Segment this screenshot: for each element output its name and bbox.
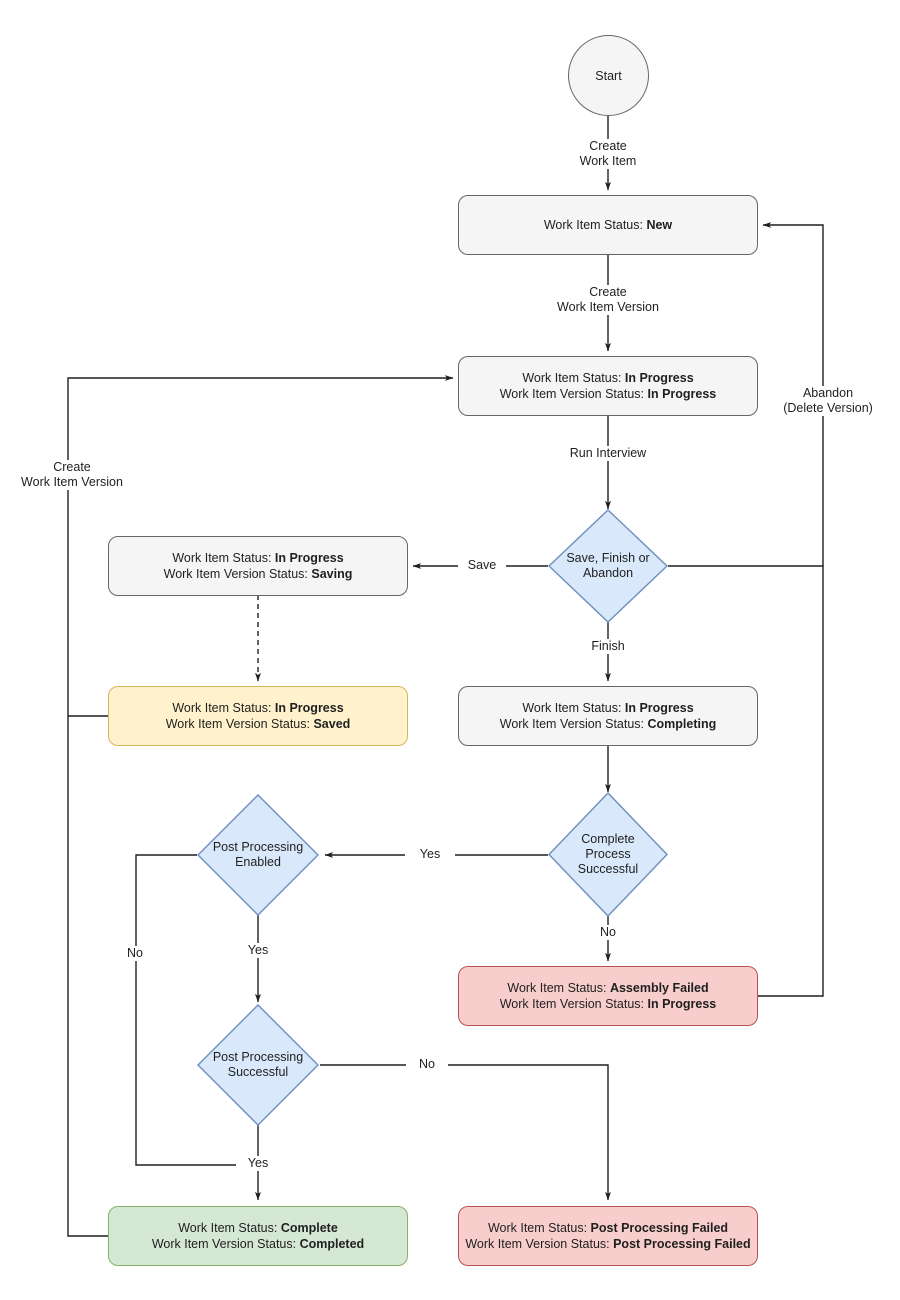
node-post-processing-failed[interactable]: Work Item Status: Post Processing Failed… bbox=[458, 1206, 758, 1266]
node-assembly-failed-line1-value: Assembly Failed bbox=[609, 981, 709, 995]
diamond-shape bbox=[197, 794, 319, 916]
edge-label-cwiv-line1: Create bbox=[589, 285, 627, 299]
node-completing-line2-prefix: Work Item Version Status: bbox=[499, 717, 648, 731]
diamond-shape bbox=[548, 509, 668, 623]
node-post-processing-failed-text: Work Item Status: Post Processing Failed… bbox=[459, 1220, 757, 1252]
decision-pps-line1: Post Processing bbox=[212, 1050, 304, 1064]
node-completing-line1-prefix: Work Item Status: bbox=[522, 701, 625, 715]
node-assembly-failed-line1-prefix: Work Item Status: bbox=[507, 981, 610, 995]
decision-post-enabled-label: Post Processing Enabled bbox=[197, 840, 319, 870]
decision-cps-line2: Process bbox=[585, 847, 631, 861]
decision-save-finish-abandon-label: Save, Finish or Abandon bbox=[548, 551, 668, 581]
node-saved-line2-prefix: Work Item Version Status: bbox=[165, 717, 314, 731]
node-in-progress-text: Work Item Status: In Progress Work Item … bbox=[459, 370, 757, 402]
node-saving-line1-prefix: Work Item Status: bbox=[172, 551, 275, 565]
node-saving[interactable]: Work Item Status: In Progress Work Item … bbox=[108, 536, 408, 596]
edge-label-create-work-item-version-left: Create Work Item Version bbox=[10, 460, 134, 490]
edge-label-post-enabled-yes: Yes bbox=[236, 943, 280, 958]
node-completing-text: Work Item Status: In Progress Work Item … bbox=[459, 700, 757, 732]
node-assembly-failed-line2-prefix: Work Item Version Status: bbox=[499, 997, 648, 1011]
edge-label-run-interview: Run Interview bbox=[548, 446, 668, 461]
node-saved-text: Work Item Status: In Progress Work Item … bbox=[109, 700, 407, 732]
edge-label-complete-process-yes: Yes bbox=[405, 847, 455, 862]
node-in-progress-line1-value: In Progress bbox=[624, 371, 694, 385]
decision-pps-line2: Successful bbox=[227, 1065, 289, 1079]
decision-sfa-line1: Save, Finish or bbox=[566, 551, 650, 565]
edge-assembly-failed-to-rail bbox=[758, 566, 824, 997]
edge-label-create-work-item-line2: Work Item bbox=[579, 154, 637, 168]
edge-label-post-enabled-no: No bbox=[113, 946, 157, 961]
edge-label-cwiv-line2: Work Item Version bbox=[557, 300, 659, 314]
node-decision-complete-process-successful[interactable]: Complete Process Successful bbox=[548, 792, 668, 917]
node-in-progress[interactable]: Work Item Status: In Progress Work Item … bbox=[458, 356, 758, 416]
edge-label-post-successful-yes: Yes bbox=[236, 1156, 280, 1171]
node-start-label: Start bbox=[595, 68, 622, 83]
node-assembly-failed-text: Work Item Status: Assembly Failed Work I… bbox=[459, 980, 757, 1012]
node-assembly-failed-line2-value: In Progress bbox=[647, 997, 717, 1011]
node-assembly-failed[interactable]: Work Item Status: Assembly Failed Work I… bbox=[458, 966, 758, 1026]
node-in-progress-line2-prefix: Work Item Version Status: bbox=[499, 387, 648, 401]
node-saving-line1-value: In Progress bbox=[274, 551, 344, 565]
node-start[interactable]: Start bbox=[568, 35, 649, 116]
node-work-item-new[interactable]: Work Item Status: New bbox=[458, 195, 758, 255]
edge-label-post-successful-no: No bbox=[406, 1057, 448, 1072]
node-complete-text: Work Item Status: Complete Work Item Ver… bbox=[109, 1220, 407, 1252]
node-new-line1-value: New bbox=[646, 218, 673, 232]
node-in-progress-line1-prefix: Work Item Status: bbox=[522, 371, 625, 385]
decision-complete-process-label: Complete Process Successful bbox=[548, 832, 668, 877]
decision-ppe-line1: Post Processing bbox=[212, 840, 304, 854]
node-new-text: Work Item Status: New bbox=[459, 217, 757, 233]
node-saving-line2-prefix: Work Item Version Status: bbox=[163, 567, 312, 581]
node-complete-line1-value: Complete bbox=[280, 1221, 338, 1235]
node-complete-line2-value: Completed bbox=[299, 1237, 365, 1251]
node-ppf-line2-prefix: Work Item Version Status: bbox=[465, 1237, 614, 1251]
diamond-shape bbox=[548, 792, 668, 917]
node-in-progress-line2-value: In Progress bbox=[647, 387, 717, 401]
node-saved-line2-value: Saved bbox=[313, 717, 351, 731]
node-completing-line1-value: In Progress bbox=[624, 701, 694, 715]
edge-label-create-work-item-line1: Create bbox=[589, 139, 627, 153]
diamond-shape bbox=[197, 1004, 319, 1126]
decision-sfa-line2: Abandon bbox=[582, 566, 634, 580]
edge-label-create-work-item: Create Work Item bbox=[558, 139, 658, 169]
edge-label-save: Save bbox=[458, 558, 506, 573]
decision-post-successful-label: Post Processing Successful bbox=[197, 1050, 319, 1080]
node-new-line1-prefix: Work Item Status: bbox=[543, 218, 647, 232]
edge-label-cwivl-line1: Create bbox=[53, 460, 91, 474]
node-ppf-line1-value: Post Processing Failed bbox=[590, 1221, 729, 1235]
edge-label-finish: Finish bbox=[583, 639, 633, 654]
node-decision-post-processing-successful[interactable]: Post Processing Successful bbox=[197, 1004, 319, 1126]
node-decision-post-processing-enabled[interactable]: Post Processing Enabled bbox=[197, 794, 319, 916]
decision-ppe-line2: Enabled bbox=[235, 855, 281, 869]
edge-post-successful-no bbox=[320, 1064, 612, 1201]
node-ppf-line1-prefix: Work Item Status: bbox=[487, 1221, 591, 1235]
node-ppf-line2-value: Post Processing Failed bbox=[613, 1237, 751, 1251]
edge-label-abandon-line2: (Delete Version) bbox=[783, 401, 873, 415]
node-decision-save-finish-abandon[interactable]: Save, Finish or Abandon bbox=[548, 509, 668, 623]
edge-label-abandon-line1: Abandon bbox=[802, 386, 854, 400]
node-complete-line2-prefix: Work Item Version Status: bbox=[151, 1237, 300, 1251]
node-completing[interactable]: Work Item Status: In Progress Work Item … bbox=[458, 686, 758, 746]
edge-label-abandon: Abandon (Delete Version) bbox=[766, 386, 890, 416]
edge-label-cwivl-line2: Work Item Version bbox=[21, 475, 123, 489]
node-complete-line1-prefix: Work Item Status: bbox=[178, 1221, 281, 1235]
edge-label-create-work-item-version: Create Work Item Version bbox=[528, 285, 688, 315]
decision-cps-line1: Complete bbox=[581, 832, 635, 846]
node-complete[interactable]: Work Item Status: Complete Work Item Ver… bbox=[108, 1206, 408, 1266]
decision-cps-line3: Successful bbox=[577, 862, 639, 876]
node-completing-line2-value: Completing bbox=[647, 717, 717, 731]
node-saved-line1-value: In Progress bbox=[274, 701, 344, 715]
node-saved-line1-prefix: Work Item Status: bbox=[172, 701, 275, 715]
node-saved[interactable]: Work Item Status: In Progress Work Item … bbox=[108, 686, 408, 746]
node-saving-text: Work Item Status: In Progress Work Item … bbox=[109, 550, 407, 582]
edge-label-complete-process-no: No bbox=[587, 925, 629, 940]
node-saving-line2-value: Saving bbox=[311, 567, 353, 581]
